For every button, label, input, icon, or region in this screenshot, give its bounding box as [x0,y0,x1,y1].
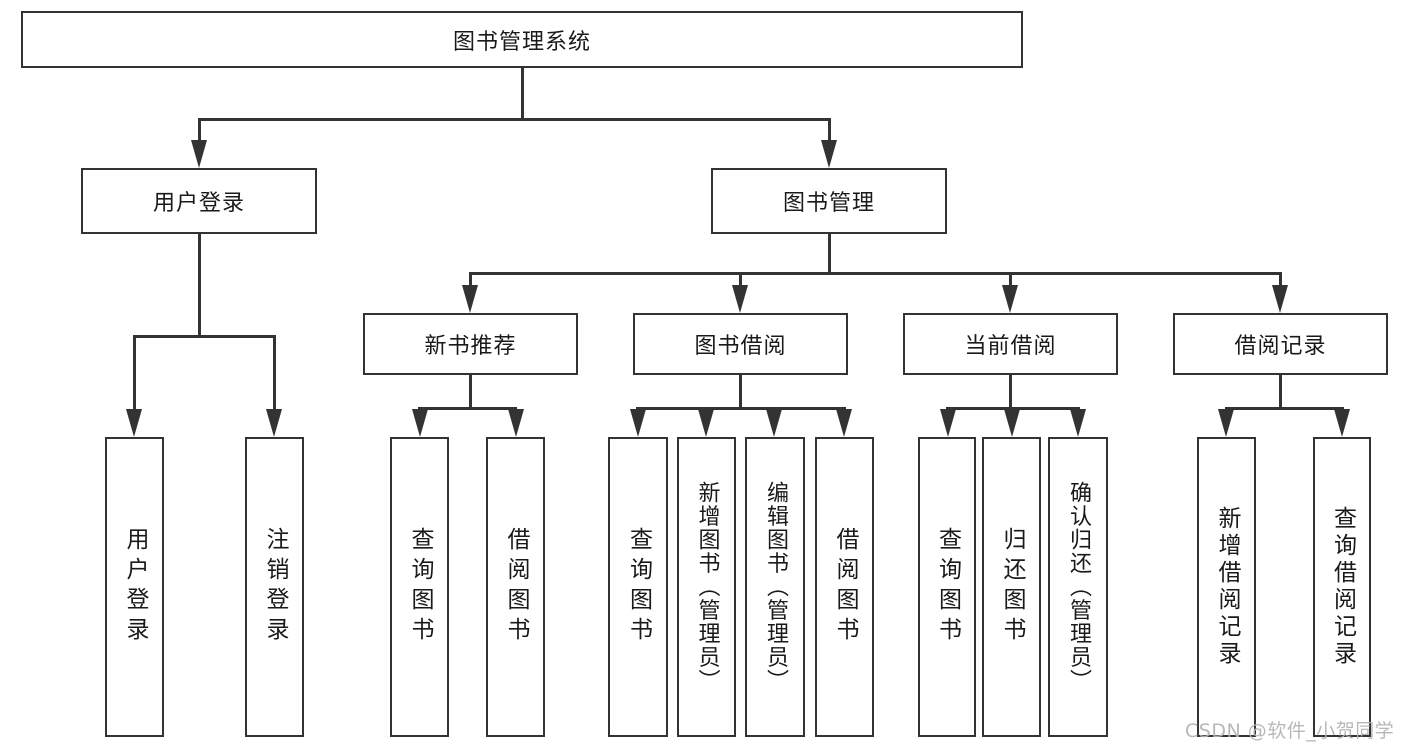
arrow-down-icon [766,409,782,437]
node-current-borrow: 当前借阅 [903,313,1118,375]
node-label: 图书借阅 [694,334,787,359]
leaf-confirm-return-admin: 确认归还（管理员） [1048,437,1108,737]
node-label: 用户登录 [152,191,245,216]
arrow-down-icon [508,409,524,437]
leaf-query-books-current: 查询图书 [918,437,976,737]
leaf-query-books-recommend: 查询图书 [390,437,449,737]
arrow-down-icon [836,409,852,437]
arrow-down-icon [732,285,748,313]
leaf-label: 编辑图书（管理员） [763,481,788,693]
connector-line [133,335,276,338]
leaf-label: 注销登录 [262,527,288,647]
leaf-query-borrow-record: 查询借阅记录 [1313,437,1371,737]
connector-line [1009,375,1012,409]
leaf-label: 新增借阅记录 [1214,506,1240,668]
leaf-label: 借阅图书 [832,527,858,647]
connector-line [133,335,136,411]
leaf-label: 确认归还（管理员） [1066,481,1091,693]
connector-line [739,375,742,409]
connector-line [636,407,846,410]
leaf-label: 借阅图书 [503,527,529,647]
arrow-down-icon [191,140,207,168]
connector-line [828,234,831,272]
leaf-borrow-books-recommend: 借阅图书 [486,437,545,737]
leaf-add-borrow-record: 新增借阅记录 [1197,437,1256,737]
leaf-label: 归还图书 [999,527,1025,647]
arrow-down-icon [462,285,478,313]
connector-line [469,272,472,287]
leaf-label: 查询图书 [625,527,652,647]
connector-line [198,234,201,335]
arrow-down-icon [1070,409,1086,437]
node-label: 当前借阅 [964,334,1057,359]
connector-line [198,118,830,121]
leaf-query-books-borrow: 查询图书 [608,437,668,737]
arrow-down-icon [940,409,956,437]
leaf-add-books-admin: 新增图书（管理员） [677,437,736,737]
arrow-down-icon [1002,285,1018,313]
arrow-down-icon [412,409,428,437]
node-label: 借阅记录 [1234,334,1327,359]
node-label: 图书管理系统 [452,29,591,55]
connector-line [1009,272,1012,287]
arrow-down-icon [698,409,714,437]
arrow-down-icon [1334,409,1350,437]
arrow-down-icon [266,409,282,437]
connector-line [521,68,524,118]
csdn-watermark: CSDN @软件_小贺同学 [1185,720,1395,742]
leaf-user-login: 用户登录 [105,437,164,737]
connector-line [1225,407,1344,410]
leaf-label: 查询借阅记录 [1329,506,1356,668]
node-book-management: 图书管理 [711,168,947,234]
connector-line [469,272,1281,275]
arrow-down-icon [1218,409,1234,437]
connector-line [946,407,1080,410]
connector-line [273,335,276,411]
leaf-return-books: 归还图书 [982,437,1041,737]
connector-line [418,407,517,410]
node-user-login: 用户登录 [81,168,317,234]
node-book-borrow: 图书借阅 [633,313,848,375]
leaf-label: 新增图书（管理员） [694,481,720,693]
leaf-edit-books-admin: 编辑图书（管理员） [745,437,805,737]
connector-line [828,118,831,142]
leaf-label: 用户登录 [122,527,148,647]
arrow-down-icon [821,140,837,168]
connector-line [739,272,742,287]
leaf-label: 查询图书 [407,527,433,647]
connector-line [198,118,201,142]
node-borrow-records: 借阅记录 [1173,313,1388,375]
leaf-logout: 注销登录 [245,437,304,737]
connector-line [469,375,472,409]
arrow-down-icon [1272,285,1288,313]
node-root-system: 图书管理系统 [21,11,1023,68]
connector-line [1279,375,1282,409]
node-new-book-recommend: 新书推荐 [363,313,578,375]
arrow-down-icon [1004,409,1020,437]
connector-line [1279,272,1282,287]
leaf-borrow-books: 借阅图书 [815,437,874,737]
node-label: 图书管理 [782,191,875,216]
arrow-down-icon [126,409,142,437]
node-label: 新书推荐 [424,334,517,359]
arrow-down-icon [630,409,646,437]
leaf-label: 查询图书 [934,527,961,647]
